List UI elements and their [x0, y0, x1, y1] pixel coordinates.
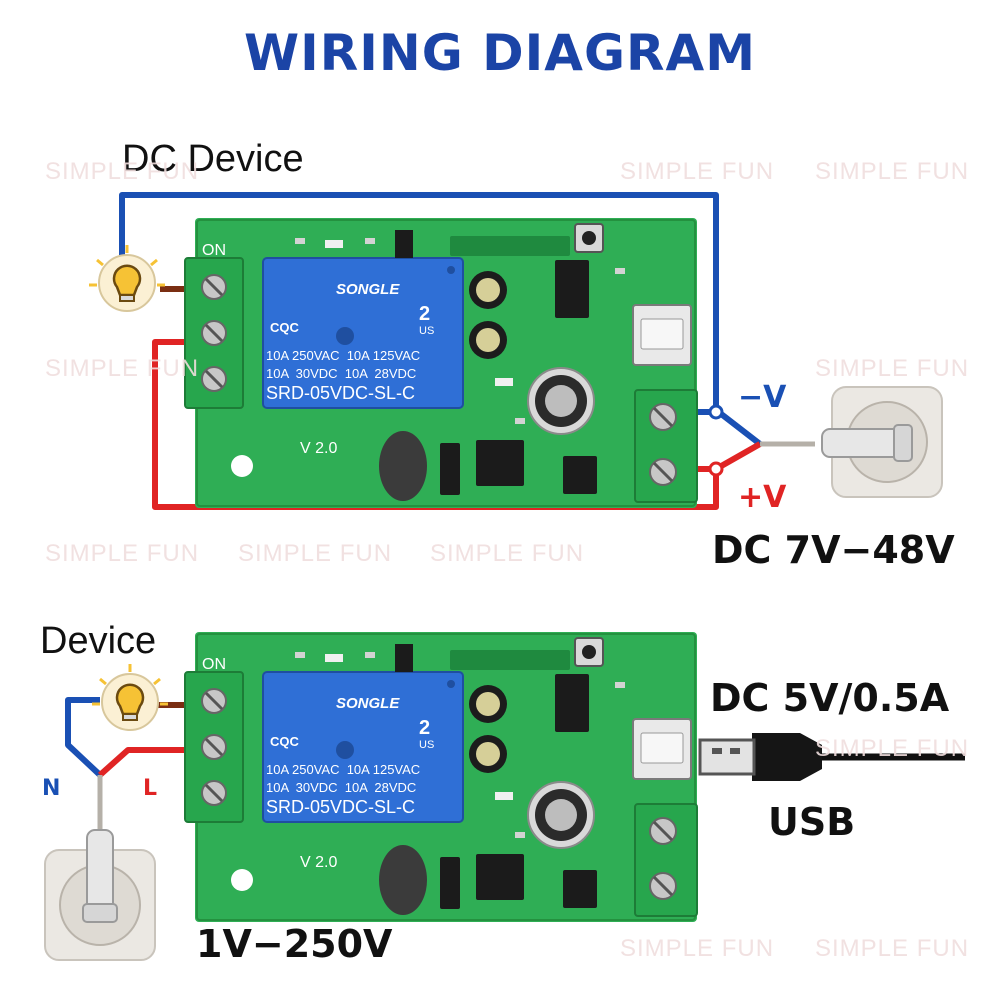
top-dc-plug-icon [821, 386, 943, 498]
watermark: SIMPLE FUN [815, 158, 970, 185]
watermark: SIMPLE FUN [430, 540, 585, 567]
watermark: SIMPLE FUN [620, 158, 775, 185]
usb-plug-icon [698, 733, 965, 781]
watermark: SIMPLE FUN [815, 735, 970, 762]
watermark: SIMPLE FUN [620, 935, 775, 962]
top-relay-number: 2 [419, 303, 431, 325]
bottom-relay-model: SRD-05VDC-SL-C [266, 797, 416, 817]
plus-v-label: +V [738, 480, 787, 515]
top-relay-rating-1: 10A 250VAC 10A 125VAC [266, 348, 421, 363]
watermark: SIMPLE FUN [815, 935, 970, 962]
top-relay-board [183, 216, 699, 510]
minus-v-label: −V [738, 380, 787, 415]
bottom-ac-plug-icon [44, 829, 156, 961]
watermark: SIMPLE FUN [45, 540, 200, 567]
live-label: L [143, 776, 158, 801]
watermark: SIMPLE FUN [238, 540, 393, 567]
bottom-board-version: V 2.0 [300, 854, 338, 871]
watermark: SIMPLE FUN [45, 158, 200, 185]
top-relay-cert: CQC [270, 320, 299, 335]
usb-label: USB [768, 800, 856, 844]
device-label: Device [40, 620, 157, 662]
top-board-on-label: ON [202, 242, 226, 259]
usb-power-label: DC 5V/0.5A [710, 676, 950, 720]
top-relay-rating-2: 10A 30VDC 10A 28VDC [266, 366, 417, 381]
dc-device-label: DC Device [122, 138, 304, 180]
bottom-relay-cert: CQC [270, 734, 299, 749]
top-bulb-icon [87, 243, 167, 313]
top-relay-us: US [419, 325, 435, 337]
bottom-relay-number: 2 [419, 717, 431, 739]
bottom-relay-board [183, 630, 699, 924]
bottom-board-on-label: ON [202, 656, 226, 673]
top-board-version: V 2.0 [300, 440, 338, 457]
bottom-relay-rating-1: 10A 250VAC 10A 125VAC [266, 762, 421, 777]
page-title: WIRING DIAGRAM [244, 24, 756, 82]
watermark: SIMPLE FUN [45, 355, 200, 382]
ac-voltage-label: 1V−250V [196, 922, 393, 966]
bottom-relay-brand: SONGLE [336, 695, 400, 712]
neutral-label: N [42, 776, 61, 801]
top-relay-model: SRD-05VDC-SL-C [266, 383, 416, 403]
bottom-relay-rating-2: 10A 30VDC 10A 28VDC [266, 780, 417, 795]
dc-voltage-label: DC 7V−48V [712, 528, 955, 572]
top-relay-brand: SONGLE [336, 281, 400, 298]
watermark: SIMPLE FUN [815, 355, 970, 382]
bottom-bulb-icon [90, 662, 170, 732]
bottom-relay-us: US [419, 739, 435, 751]
